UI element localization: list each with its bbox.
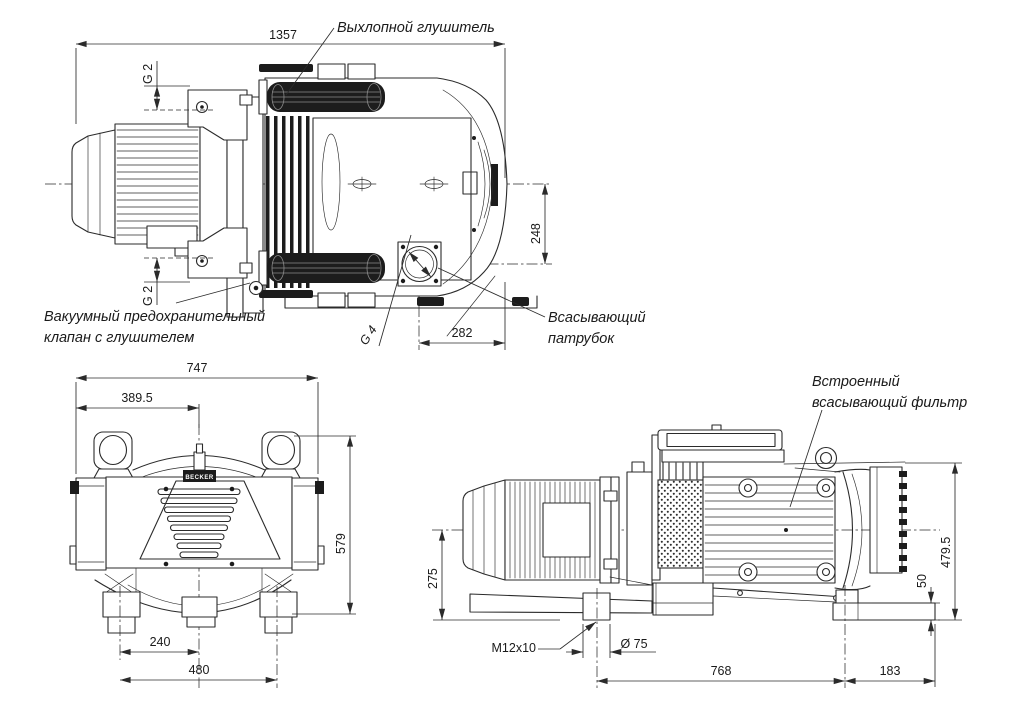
dim-g2-top-text: G 2: [141, 64, 155, 84]
dim-248-text: 248: [529, 223, 543, 244]
svg-text:Встроенный: Встроенный: [812, 374, 900, 390]
dim-282-text: 282: [452, 326, 473, 340]
dim-foot-480: 480: [120, 663, 277, 684]
dim-foot-240: 240: [120, 635, 199, 656]
castellations: [899, 471, 907, 572]
dim-center-to-suction: 248: [529, 184, 549, 264]
bracket-bottom: [187, 227, 253, 279]
dim-length-768: 768: [597, 664, 845, 685]
cooling-grille: [139, 480, 281, 560]
bracket-top: [187, 89, 253, 141]
svg-text:Выхлопной глушитель: Выхлопной глушитель: [337, 20, 495, 36]
louvers: [662, 461, 704, 481]
cooling-ribs: [266, 116, 310, 288]
dim-axis-height-275: 275: [426, 530, 560, 621]
svg-text:579: 579: [334, 533, 348, 554]
end-bell: [834, 466, 907, 591]
label-exhaust-muffler: Выхлопной глушитель: [285, 20, 495, 96]
svg-text:Вакуумный предохранительный: Вакуумный предохранительный: [44, 309, 265, 325]
dim-height-579: 579: [292, 435, 356, 615]
eye-cap-right: [260, 431, 301, 479]
dim-port-g2-top: G 2: [141, 61, 214, 111]
svg-text:389.5: 389.5: [121, 391, 152, 405]
bolt-bosses: [738, 478, 836, 582]
svg-text:Всасывающий: Всасывающий: [548, 310, 646, 326]
center-mark: [347, 176, 377, 192]
callout-m12: M12x10: [492, 621, 597, 655]
top-view: 1357 G 2 G 2 248 282: [44, 20, 646, 350]
g4-text: G 4: [357, 323, 380, 348]
dim-total-height-479: 479.5: [905, 462, 962, 621]
label-suction-port: Всасывающий патрубок: [437, 267, 646, 347]
dim-overhang-183: 183: [845, 624, 936, 687]
dim-overall-text: 1357: [269, 28, 297, 42]
dim-overall-width: 747: [75, 361, 319, 474]
front-view: BECKER: [69, 361, 356, 688]
safety-valve: [248, 280, 264, 296]
nameplate: BECKER: [183, 470, 216, 482]
exhaust-muffler-top: [258, 79, 385, 115]
svg-text:Ø 75: Ø 75: [620, 637, 647, 651]
svg-text:768: 768: [711, 664, 732, 678]
svg-text:BECKER: BECKER: [185, 475, 214, 481]
eye-cap-left: [93, 431, 134, 479]
svg-text:M12x10: M12x10: [492, 641, 537, 655]
foot-front-side: [582, 592, 611, 621]
svg-text:275: 275: [426, 568, 440, 589]
svg-text:479.5: 479.5: [939, 537, 953, 568]
svg-text:патрубок: патрубок: [548, 331, 615, 347]
base-supports: [469, 576, 936, 688]
foot-rear-side: [832, 602, 936, 621]
pump-body-top: [259, 63, 538, 337]
label-safety-valve: Вакуумный предохранительный клапан с глу…: [44, 282, 265, 346]
svg-text:всасывающий фильтр: всасывающий фильтр: [812, 395, 967, 411]
svg-text:183: 183: [880, 664, 901, 678]
dim-foot-dia-75: Ø 75: [566, 624, 656, 658]
svg-text:240: 240: [150, 635, 171, 649]
muffler-right-front: [291, 477, 325, 571]
dim-center-offset: 389.5: [76, 391, 200, 428]
dim-suction-offset: 282: [419, 282, 506, 350]
label-inlet-filter: Встроенный всасывающий фильтр: [789, 374, 967, 508]
feet-front: [102, 591, 298, 634]
svg-text:клапан с глушителем: клапан с глушителем: [44, 330, 194, 346]
nameplate-strip: [491, 164, 498, 206]
pump-front: BECKER: [69, 431, 325, 688]
motor-side: [462, 476, 620, 584]
filter-housing: [702, 476, 836, 584]
lifting-eye: [814, 446, 838, 470]
suction-flange: [397, 241, 442, 287]
pump-side: [469, 424, 936, 688]
svg-text:747: 747: [187, 361, 208, 375]
svg-text:480: 480: [189, 663, 210, 677]
dim-foot-height-50: 50: [872, 574, 940, 636]
dim-g2-bottom-text: G 2: [141, 286, 155, 306]
center-mark: [419, 176, 449, 192]
exhaust-muffler-bottom: [258, 250, 385, 286]
terminal-box: [146, 225, 198, 249]
svg-text:50: 50: [915, 574, 929, 588]
dim-overall-length: 1357: [75, 28, 506, 178]
muffler-left-front: [69, 477, 107, 571]
perforated-guard: [657, 479, 704, 569]
dim-port-g2-bottom: G 2: [141, 257, 214, 306]
side-view: 275 479.5 50 M12x10 Ø 75: [426, 374, 967, 688]
motor-nameplate: [542, 502, 591, 558]
